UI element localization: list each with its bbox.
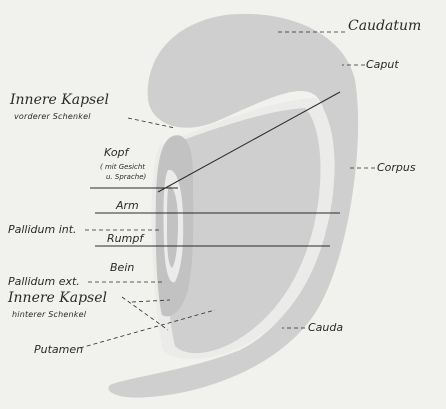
label-rumpf: Rumpf <box>107 233 143 244</box>
label-kopf-note-2: u. Sprache) <box>106 174 146 181</box>
label-innere-kapsel-posterior: Innere Kapsel <box>8 291 107 305</box>
label-corpus: Corpus <box>377 162 416 173</box>
label-innere-kapsel-anterior: Innere Kapsel <box>10 93 109 107</box>
label-pallidum-int: Pallidum int. <box>8 224 77 235</box>
label-vorderer-schenkel: vorderer Schenkel <box>14 113 91 121</box>
label-cauda: Cauda <box>308 322 343 333</box>
label-hinterer-schenkel: hinterer Schenkel <box>12 311 86 319</box>
label-caudatum: Caudatum <box>348 19 421 33</box>
label-bein: Bein <box>110 262 134 273</box>
label-kopf-note-1: ( mit Gesicht <box>100 164 145 171</box>
label-caput: Caput <box>366 59 399 70</box>
label-putamen: Putamen <box>34 344 83 355</box>
label-kopf: Kopf <box>104 147 128 158</box>
label-pallidum-ext: Pallidum ext. <box>8 276 80 287</box>
label-arm: Arm <box>116 200 139 211</box>
